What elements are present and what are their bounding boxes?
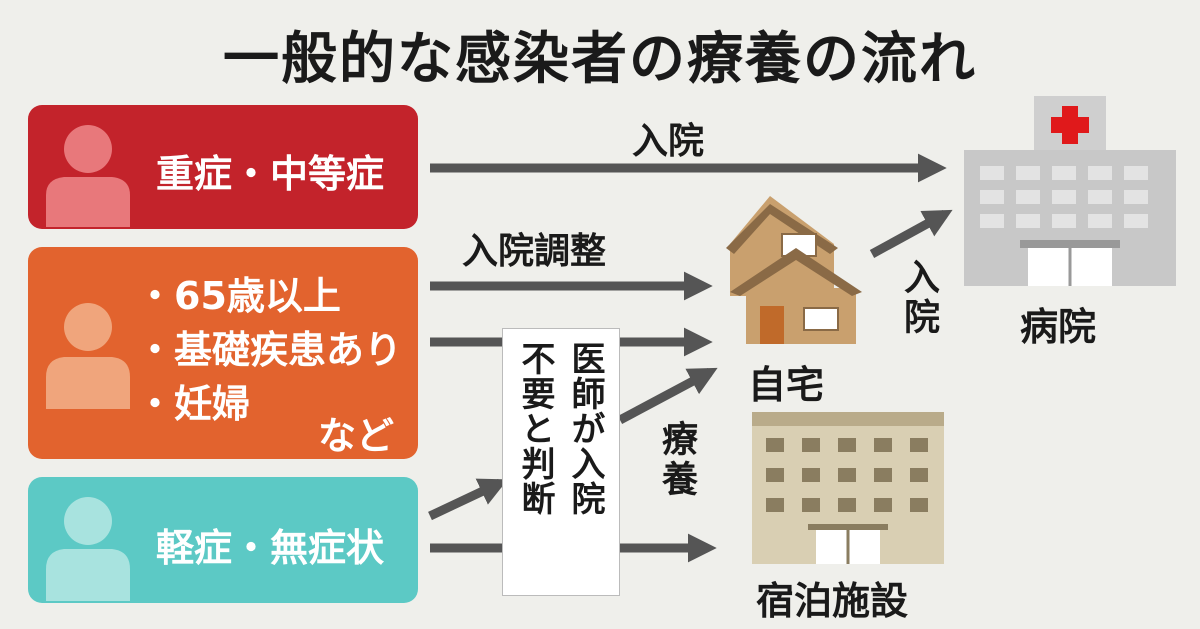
arrow-mild-to-home — [428, 478, 508, 521]
label-hospitalization: 入院 — [632, 121, 705, 162]
doctor-decision-note: 医師が入院 不要と判断 — [502, 328, 620, 596]
hospital-building-icon — [964, 96, 1176, 286]
high-risk-item-disease: ・基礎疾患あり — [136, 328, 403, 372]
note-line-2: 不要と判断 — [515, 341, 555, 516]
label-hospitalization-from-home: 入院 — [898, 258, 939, 338]
diagram-title: 一般的な感染者の療養の流れ — [223, 27, 977, 92]
high-risk-group-box: ・65歳以上 ・基礎疾患あり ・妊婦 など — [28, 247, 418, 459]
arrow-home-to-hospital — [869, 209, 953, 258]
mild-label: 軽症・無症状 — [156, 526, 385, 570]
label-recuperation: 療養 — [656, 420, 697, 500]
destination-lodging-facility: 宿泊施設 — [756, 579, 909, 623]
label-hospitalization-coordination: 入院調整 — [462, 231, 607, 272]
arrow-note-to-home — [617, 367, 718, 424]
person-icon — [46, 497, 130, 601]
destination-home: 自宅 — [748, 363, 825, 407]
high-risk-item-age: ・65歳以上 — [136, 274, 341, 318]
note-line-1: 医師が入院 — [565, 341, 605, 516]
severe-group-box: 重症・中等症 — [28, 105, 418, 229]
person-icon — [46, 303, 130, 409]
lodging-facility-icon — [752, 412, 944, 564]
high-risk-suffix: など — [318, 414, 395, 458]
mild-group-box: 軽症・無症状 — [28, 477, 418, 603]
home-house-icon — [726, 196, 862, 344]
severe-label: 重症・中等症 — [156, 152, 385, 196]
person-icon — [46, 125, 130, 227]
destination-hospital: 病院 — [1020, 305, 1097, 349]
high-risk-item-pregnant: ・妊婦 — [136, 382, 251, 426]
